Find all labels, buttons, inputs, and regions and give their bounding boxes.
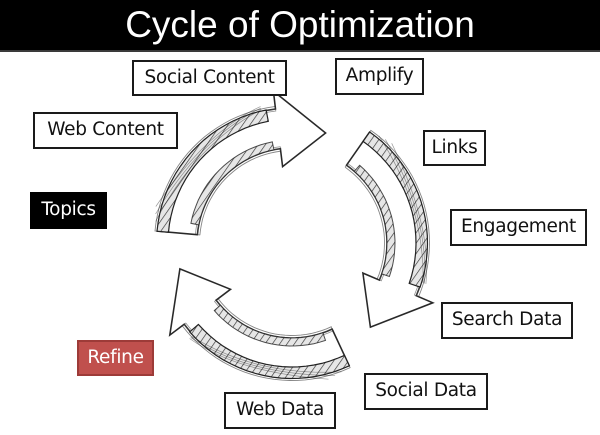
arrow-inner-band bbox=[353, 164, 396, 278]
label-links: Links bbox=[423, 130, 486, 166]
arrow-inner-band bbox=[213, 304, 327, 347]
label-engagement: Engagement bbox=[450, 209, 587, 246]
label-amplify: Amplify bbox=[335, 58, 424, 95]
title-bar: Cycle of Optimization bbox=[0, 0, 600, 52]
cycle-arrow-1 bbox=[154, 89, 327, 236]
sketch-line bbox=[155, 106, 261, 207]
cycle-arrow-2 bbox=[344, 129, 435, 329]
label-refine: Refine bbox=[77, 340, 154, 376]
arrow-hatched-band bbox=[188, 323, 351, 380]
label-social-content: Social Content bbox=[132, 60, 287, 96]
label-social-data: Social Data bbox=[364, 373, 488, 410]
sketch-line bbox=[190, 337, 336, 377]
sketch-line bbox=[391, 143, 428, 284]
page-title: Cycle of Optimization bbox=[125, 4, 475, 45]
label-topics: Topics bbox=[30, 192, 107, 229]
label-web-content: Web Content bbox=[33, 112, 178, 149]
sketch-line bbox=[191, 336, 342, 373]
arrow-hatched-band bbox=[362, 131, 429, 288]
sketch-line bbox=[385, 139, 426, 284]
sketch-line bbox=[189, 338, 329, 380]
arrow-inner-band bbox=[190, 141, 275, 226]
arrow-hatched-band bbox=[156, 109, 269, 233]
sketch-line bbox=[378, 135, 424, 284]
cycle-arrow-3 bbox=[168, 267, 351, 381]
label-web-data: Web Data bbox=[224, 392, 336, 429]
arrow-outline bbox=[168, 267, 351, 379]
sketch-line bbox=[155, 109, 262, 222]
label-search-data: Search Data bbox=[441, 302, 573, 339]
sketch-line bbox=[155, 107, 261, 215]
